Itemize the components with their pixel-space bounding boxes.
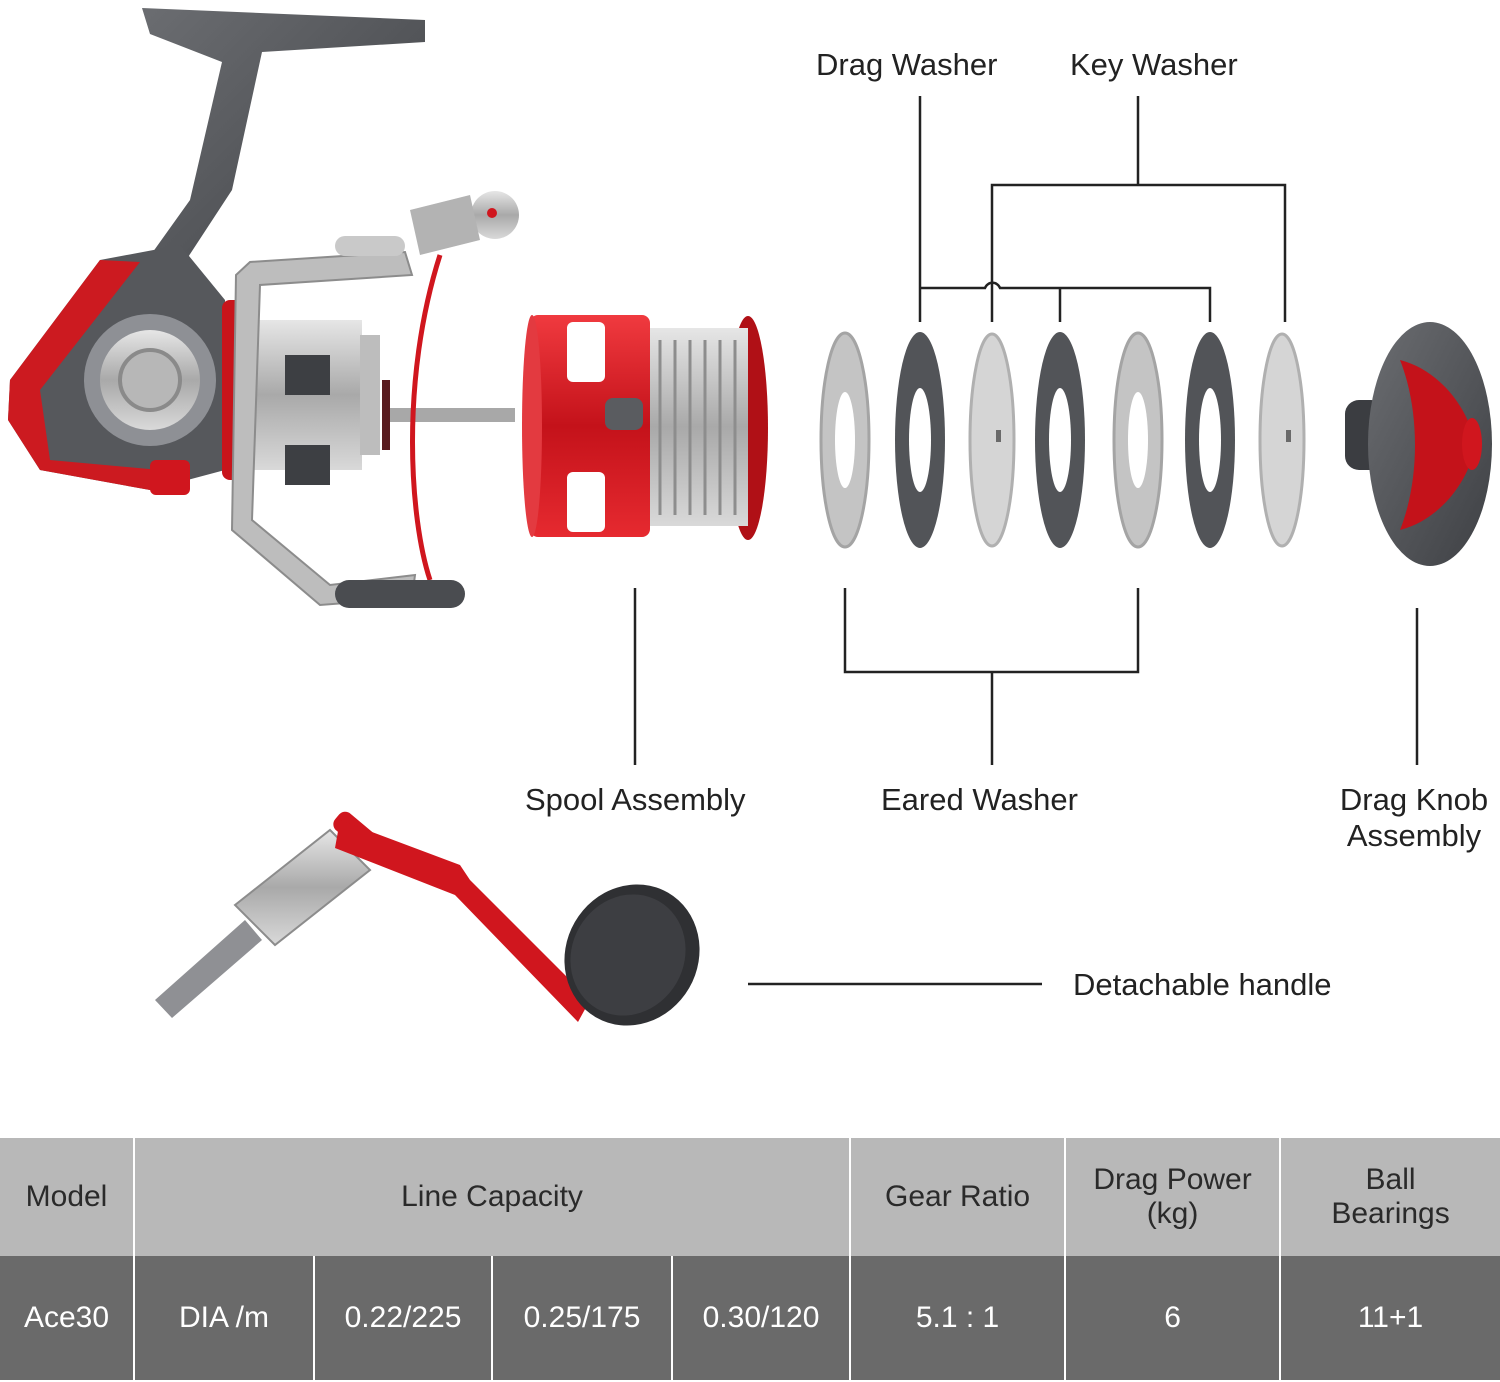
header-drag-power-line1: Drag Power bbox=[1093, 1163, 1252, 1196]
leader-lines bbox=[633, 96, 1419, 986]
handle-illustration bbox=[155, 811, 700, 1026]
label-detachable-handle: Detachable handle bbox=[1073, 967, 1332, 1002]
spec-data-row: Ace30 DIA /m 0.22/225 0.25/175 0.30/120 … bbox=[0, 1256, 1500, 1380]
spec-header-row: Model Line Capacity Gear Ratio Drag Powe… bbox=[0, 1138, 1500, 1256]
cell-capacity-1: 0.22/225 bbox=[314, 1256, 493, 1380]
eared-washer-2 bbox=[1112, 331, 1164, 549]
cell-drag-power: 6 bbox=[1065, 1256, 1282, 1380]
cell-capacity-3: 0.30/120 bbox=[672, 1256, 852, 1380]
label-drag-knob-line1: Drag Knob bbox=[1339, 782, 1489, 817]
cell-dia-label: DIA /m bbox=[134, 1256, 315, 1380]
drag-washer-2 bbox=[1035, 332, 1085, 548]
header-ball-bearings-line1: Ball bbox=[1365, 1163, 1416, 1196]
label-drag-washer: Drag Washer bbox=[816, 47, 998, 82]
drag-washer-3 bbox=[1185, 332, 1235, 548]
spec-table: Model Line Capacity Gear Ratio Drag Powe… bbox=[0, 1138, 1500, 1380]
cell-model: Ace30 bbox=[0, 1256, 135, 1380]
header-model: Model bbox=[0, 1138, 135, 1256]
header-drag-power-line2: (kg) bbox=[1146, 1197, 1199, 1230]
washer-stack bbox=[819, 331, 1306, 549]
label-eared-washer: Eared Washer bbox=[881, 782, 1078, 817]
header-line-capacity: Line Capacity bbox=[134, 1138, 852, 1256]
cell-gear-ratio: 5.1 : 1 bbox=[850, 1256, 1067, 1380]
key-washer-2 bbox=[1258, 332, 1306, 548]
label-drag-knob-line2: Assembly bbox=[1346, 818, 1482, 853]
spool-illustration bbox=[522, 315, 768, 540]
cell-capacity-2: 0.25/175 bbox=[492, 1256, 673, 1380]
label-drag-knob-assembly: Drag Knob Assembly bbox=[1326, 782, 1500, 854]
drag-knob-illustration bbox=[1345, 322, 1492, 566]
label-spool-assembly: Spool Assembly bbox=[525, 782, 746, 817]
label-key-washer: Key Washer bbox=[1070, 47, 1238, 82]
reel-body-illustration bbox=[8, 8, 519, 608]
header-gear-ratio: Gear Ratio bbox=[850, 1138, 1067, 1256]
eared-washer-1 bbox=[819, 331, 871, 549]
drag-washer-1 bbox=[895, 332, 945, 548]
key-washer-1 bbox=[968, 332, 1016, 548]
header-ball-bearings: Ball Bearings bbox=[1280, 1138, 1500, 1256]
cell-ball-bearings: 11+1 bbox=[1280, 1256, 1500, 1380]
header-ball-bearings-line2: Bearings bbox=[1331, 1197, 1450, 1230]
header-drag-power: Drag Power (kg) bbox=[1065, 1138, 1282, 1256]
